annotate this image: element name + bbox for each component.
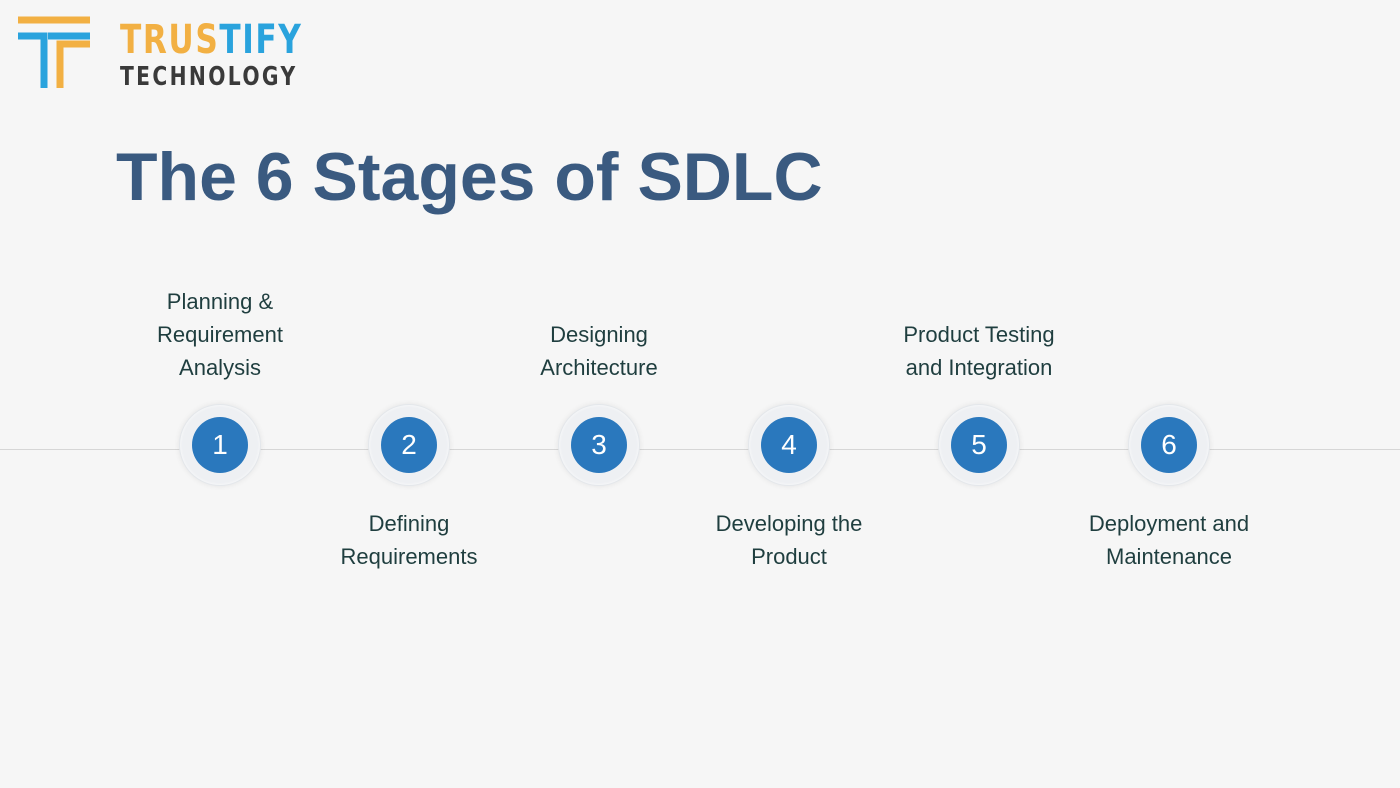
stage-number-badge: 2 — [381, 417, 437, 473]
logo-word-part1: TRUS — [120, 17, 220, 63]
logo-mark-icon — [18, 16, 90, 88]
stage-label-line: Designing — [550, 322, 648, 347]
stage-number-badge: 6 — [1141, 417, 1197, 473]
stage-label-line: Product — [751, 544, 827, 569]
trustify-logo: TRUSTIFY TECHNOLOGY — [14, 14, 301, 94]
stage-number-badge: 4 — [761, 417, 817, 473]
stage-label-line: Requirement — [157, 322, 283, 347]
stage-number-badge: 5 — [951, 417, 1007, 473]
stage-label-line: Product Testing — [903, 322, 1055, 347]
stage-label-line: Deployment and — [1088, 511, 1250, 536]
timeline-line — [0, 449, 1400, 450]
stage-label-line: Analysis — [179, 355, 261, 380]
logo-word-trustify: TRUSTIFY — [120, 20, 302, 60]
stage-label-line: Maintenance — [1106, 544, 1232, 569]
stage-label-line: and Integration — [905, 355, 1053, 380]
stage-number-badge: 3 — [571, 417, 627, 473]
stage-label-line: Developing the — [715, 511, 863, 536]
stage-label-line: Architecture — [540, 355, 658, 380]
stage-label: Product Testing and Integration — [869, 318, 1089, 384]
page-title: The 6 Stages of SDLC — [116, 139, 823, 215]
stage-label-line: Planning & — [166, 289, 274, 314]
stage-label-line: Defining — [368, 511, 450, 536]
stage-label-line: Requirements — [340, 544, 478, 569]
logo-word-technology: TECHNOLOGY — [120, 62, 298, 92]
stage-number-badge: 1 — [192, 417, 248, 473]
logo-word-part2: TIFY — [219, 17, 303, 63]
